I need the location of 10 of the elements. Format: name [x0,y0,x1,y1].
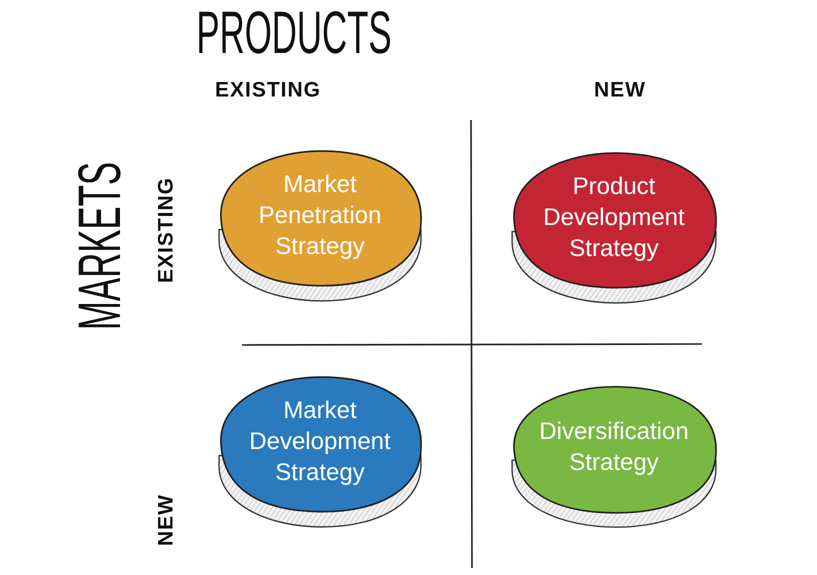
strategy-label: Diversification Strategy [538,416,690,478]
axis-title: MARKETS [70,162,130,330]
axis-title: PRODUCTS [196,3,392,63]
axis-category-label: EXISTING [214,80,322,100]
strategy-label: Product Development Strategy [542,172,686,264]
axis-category-label: NEW [594,80,646,100]
axis-category-label: EXISTING [156,176,176,284]
strategy-label: Market Penetration Strategy [258,170,382,262]
axis-category-label: NEW [156,494,176,546]
strategy-label: Market Development Strategy [248,396,392,488]
